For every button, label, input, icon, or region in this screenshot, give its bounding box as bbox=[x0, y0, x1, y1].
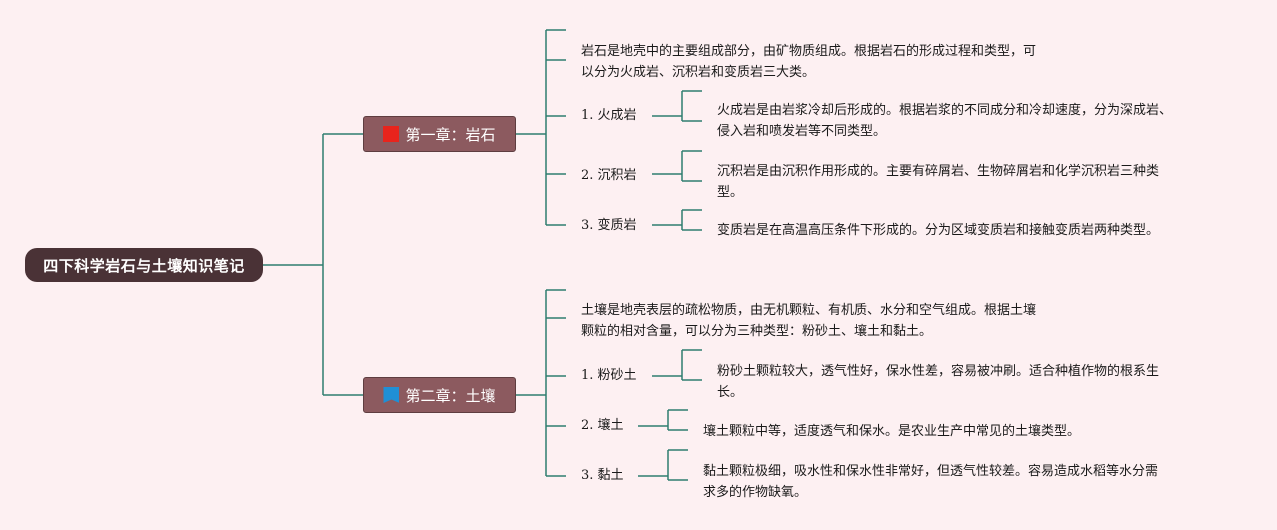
subtopic-description: 变质岩是在高温高压条件下形成的。分为区域变质岩和接触变质岩两种类型。 bbox=[717, 223, 1160, 238]
subtopic-label[interactable]: 2. 沉积岩 bbox=[581, 168, 637, 183]
subtopic-label[interactable]: 1. 火成岩 bbox=[581, 108, 637, 123]
subtopic-description: 沉积岩是由沉积作用形成的。主要有碎屑岩、生物碎屑岩和化学沉积岩三种类 型。 bbox=[717, 164, 1160, 200]
chapter-intro: 岩石是地壳中的主要组成部分，由矿物质组成。根据岩石的形成过程和类型，可 以分为火… bbox=[581, 44, 1037, 80]
root-node[interactable]: 四下科学岩石与土壤知识笔记 bbox=[25, 248, 263, 282]
chapter-intro: 土壤是地壳表层的疏松物质，由无机颗粒、有机质、水分和空气组成。根据土壤 颗粒的相… bbox=[581, 303, 1037, 339]
red-flag-icon bbox=[383, 126, 400, 142]
subtopic-description: 粉砂土颗粒较大，透气性好，保水性差，容易被冲刷。适合种植作物的根系生 长。 bbox=[717, 364, 1160, 400]
subtopic-label[interactable]: 2. 壤土 bbox=[581, 418, 624, 433]
subtopic-description: 黏土颗粒极细，吸水性和保水性非常好，但透气性较差。容易造成水稻等水分需 求多的作… bbox=[703, 464, 1159, 500]
chapter-title: 第二章：土壤 bbox=[405, 386, 496, 405]
subtopic-label[interactable]: 3. 变质岩 bbox=[581, 218, 637, 233]
subtopic-description: 火成岩是由岩浆冷却后形成的。根据岩浆的不同成分和冷却速度，分为深成岩、 侵入岩和… bbox=[717, 103, 1173, 139]
subtopic-label[interactable]: 1. 粉砂土 bbox=[581, 368, 637, 383]
root-title: 四下科学岩石与土壤知识笔记 bbox=[43, 256, 245, 275]
subtopic-label[interactable]: 3. 黏土 bbox=[581, 468, 624, 483]
chapter-node-soil[interactable]: 第二章：土壤 bbox=[363, 377, 516, 413]
chapter-node-rocks[interactable]: 第一章：岩石 bbox=[363, 116, 516, 152]
chapter-title: 第一章：岩石 bbox=[405, 125, 496, 144]
subtopic-description: 壤土颗粒中等，适度透气和保水。是农业生产中常见的土壤类型。 bbox=[703, 424, 1081, 439]
blue-flag-icon bbox=[383, 387, 400, 403]
